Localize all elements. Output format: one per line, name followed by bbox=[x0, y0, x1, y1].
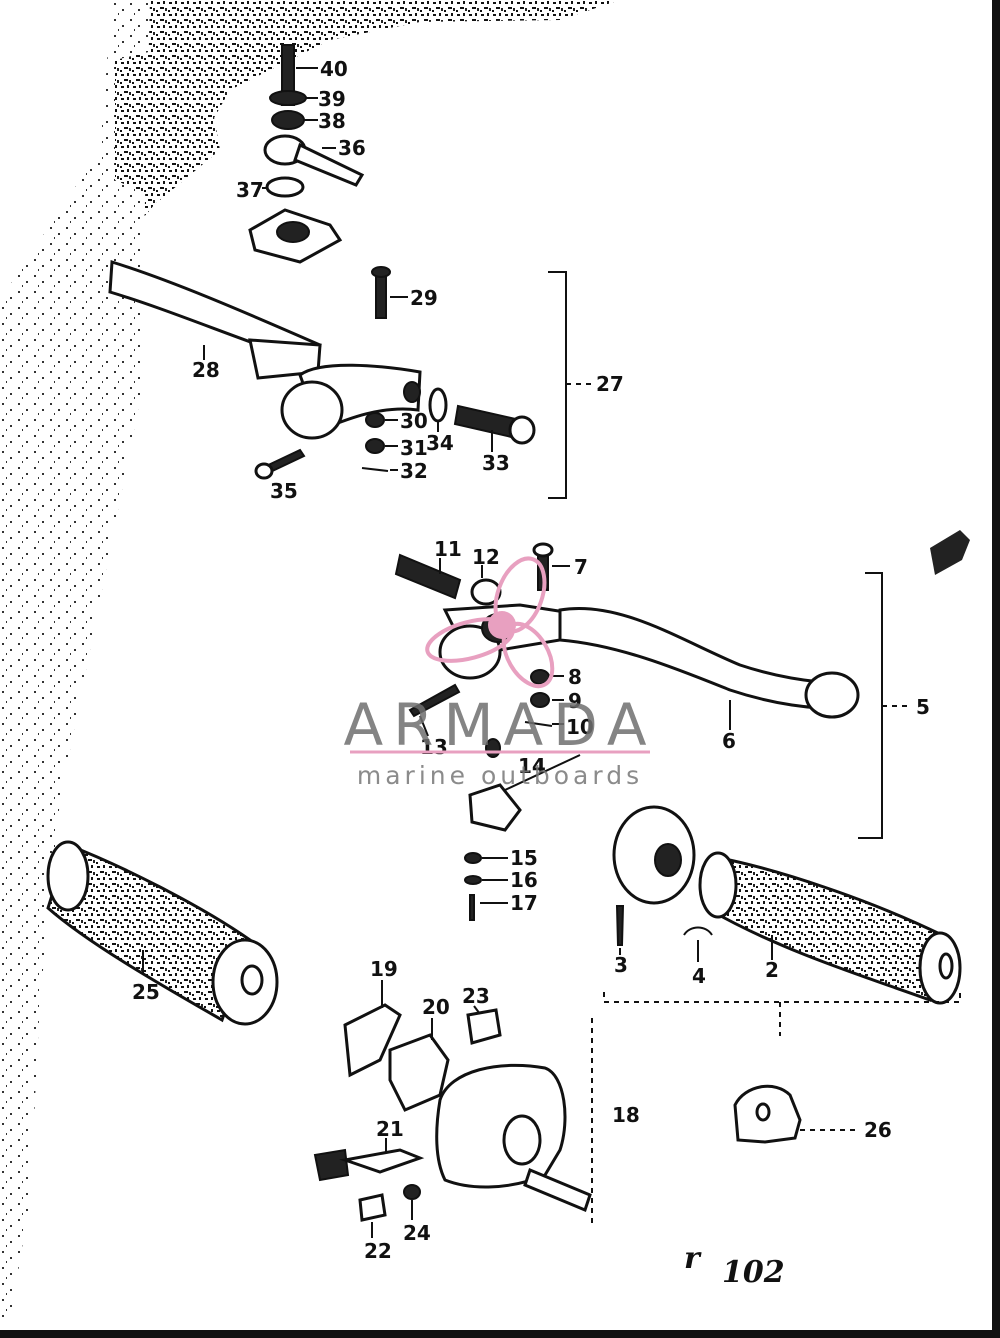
callout-11: 11 bbox=[434, 537, 462, 561]
callout-15: 15 bbox=[510, 846, 538, 870]
callout-19: 19 bbox=[370, 957, 398, 981]
callout-18: 18 bbox=[612, 1103, 640, 1127]
page-prefix: r bbox=[684, 1241, 702, 1276]
callout-35: 35 bbox=[270, 479, 298, 503]
callout-17: 17 bbox=[510, 891, 538, 915]
callout-28: 28 bbox=[192, 358, 220, 382]
callout-30: 30 bbox=[400, 409, 428, 433]
direction-arrow-icon bbox=[930, 530, 970, 575]
handlebar-switch-assembly bbox=[313, 1003, 592, 1222]
callout-2: 2 bbox=[765, 958, 779, 982]
leaders-clutch bbox=[203, 271, 594, 499]
callout-3: 3 bbox=[614, 953, 628, 977]
callout-37: 37 bbox=[236, 178, 264, 202]
callout-31: 31 bbox=[400, 436, 428, 460]
callout-34: 34 bbox=[426, 431, 454, 455]
callout-4: 4 bbox=[692, 964, 706, 988]
armada-watermark: ARMADA marine outboards bbox=[343, 556, 656, 790]
callout-33: 33 bbox=[482, 451, 510, 475]
throttle-grip-assembly bbox=[612, 805, 962, 1005]
callout-38: 38 bbox=[318, 109, 346, 133]
callout-12: 12 bbox=[472, 545, 500, 569]
callout-22: 22 bbox=[364, 1239, 392, 1263]
leaders-switch-housing bbox=[371, 980, 858, 1238]
top-mount-stack bbox=[248, 44, 365, 264]
callout-29: 29 bbox=[410, 286, 438, 310]
leaders-top bbox=[262, 67, 336, 189]
callout-14: 14 bbox=[518, 754, 546, 778]
brake-switch bbox=[464, 738, 581, 921]
callout-9: 9 bbox=[568, 689, 582, 713]
callout-25: 25 bbox=[132, 980, 160, 1004]
page-number: 102 bbox=[722, 1255, 785, 1290]
callout-21: 21 bbox=[376, 1117, 404, 1141]
callout-6: 6 bbox=[722, 729, 736, 753]
leaders-brake bbox=[419, 558, 912, 839]
callout-39: 39 bbox=[318, 87, 346, 111]
callout-16: 16 bbox=[510, 868, 538, 892]
callout-10: 10 bbox=[566, 715, 594, 739]
callout-8: 8 bbox=[568, 665, 582, 689]
watermark-tagline: marine outboards bbox=[357, 761, 643, 790]
leaders-switch bbox=[480, 857, 508, 904]
callout-20: 20 bbox=[422, 995, 450, 1019]
watermark-brand: ARMADA bbox=[343, 691, 656, 759]
throttle-cable-guide bbox=[733, 1084, 802, 1144]
callout-40: 40 bbox=[320, 57, 348, 81]
callout-24: 24 bbox=[403, 1221, 431, 1245]
clutch-lever-assembly bbox=[108, 260, 536, 480]
callout-27: 27 bbox=[596, 372, 624, 396]
callout-5: 5 bbox=[916, 695, 930, 719]
callout-13: 13 bbox=[420, 735, 448, 759]
callout-7: 7 bbox=[574, 555, 588, 579]
left-grip bbox=[46, 840, 279, 1026]
callout-36: 36 bbox=[338, 136, 366, 160]
leaders-throttle bbox=[603, 935, 961, 1036]
propeller-logo-icon bbox=[425, 556, 555, 689]
callout-32: 32 bbox=[400, 459, 428, 483]
callout-23: 23 bbox=[462, 984, 490, 1008]
callout-26: 26 bbox=[864, 1118, 892, 1142]
